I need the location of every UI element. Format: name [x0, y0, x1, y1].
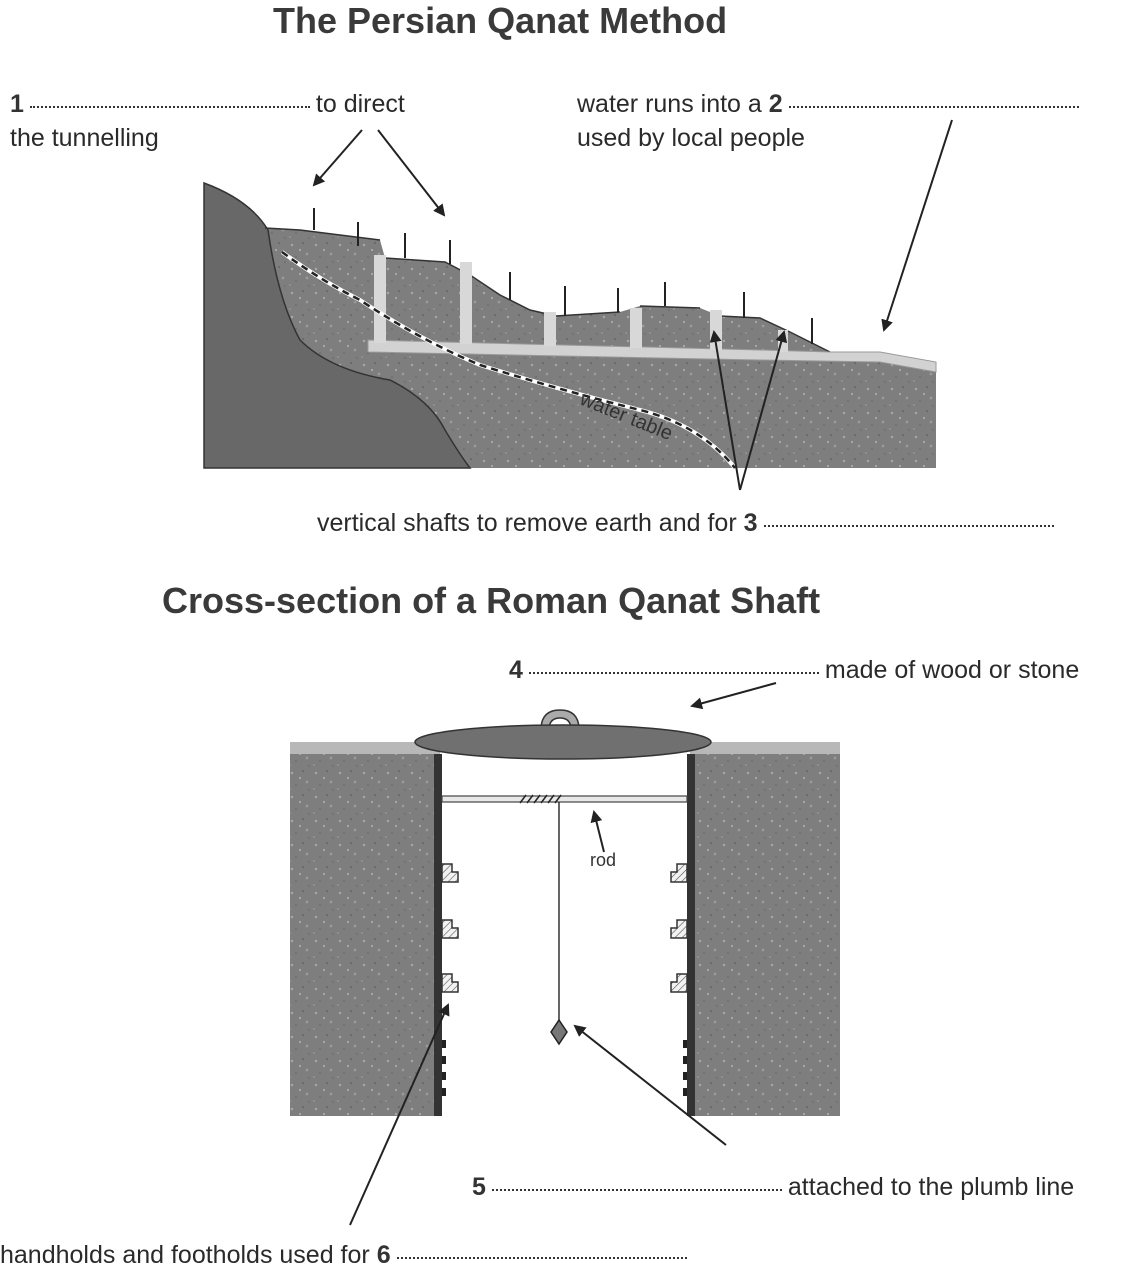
roman-shaft-diagram [290, 682, 840, 1226]
shaft-wall-right [687, 754, 695, 1116]
label-q2: water runs into a 2 used by local people [577, 87, 1085, 155]
answer-blank-1[interactable] [29, 106, 310, 108]
label-q3: vertical shafts to remove earth and for … [317, 506, 1060, 540]
ground-right [694, 754, 840, 1116]
hill-mass [203, 181, 472, 469]
vertical-shafts [374, 255, 788, 352]
persian-diagram-title: The Persian Qanat Method [273, 0, 728, 41]
persian-qanat-diagram [203, 119, 953, 491]
rod [441, 795, 688, 803]
roman-arrows [349, 682, 777, 1226]
plumb-weight [550, 1018, 568, 1046]
question-number-3: 3 [743, 509, 758, 537]
shaft-lid [414, 724, 712, 760]
ground-left [290, 754, 436, 1116]
handholds [441, 863, 688, 993]
tunnel [367, 339, 937, 373]
marker-posts [313, 208, 813, 344]
rod-label: rod [590, 850, 617, 870]
answer-blank-2[interactable] [788, 106, 1079, 108]
question-number-6: 6 [376, 1241, 391, 1269]
question-number-5: 5 [472, 1173, 486, 1201]
answer-blank-3[interactable] [763, 525, 1054, 527]
question-number-2: 2 [768, 90, 783, 118]
persian-arrows [312, 119, 953, 491]
answer-blank-6[interactable] [396, 1257, 687, 1259]
label-q6: handholds and footholds used for 6 [0, 1238, 693, 1272]
question-number-4: 4 [509, 656, 523, 684]
answer-blank-5[interactable] [491, 1189, 782, 1191]
shaft-wall-left [434, 754, 442, 1116]
roman-diagram-title: Cross-section of a Roman Qanat Shaft [162, 580, 821, 621]
question-number-1: 1 [10, 90, 24, 118]
answer-blank-4[interactable] [528, 672, 819, 674]
